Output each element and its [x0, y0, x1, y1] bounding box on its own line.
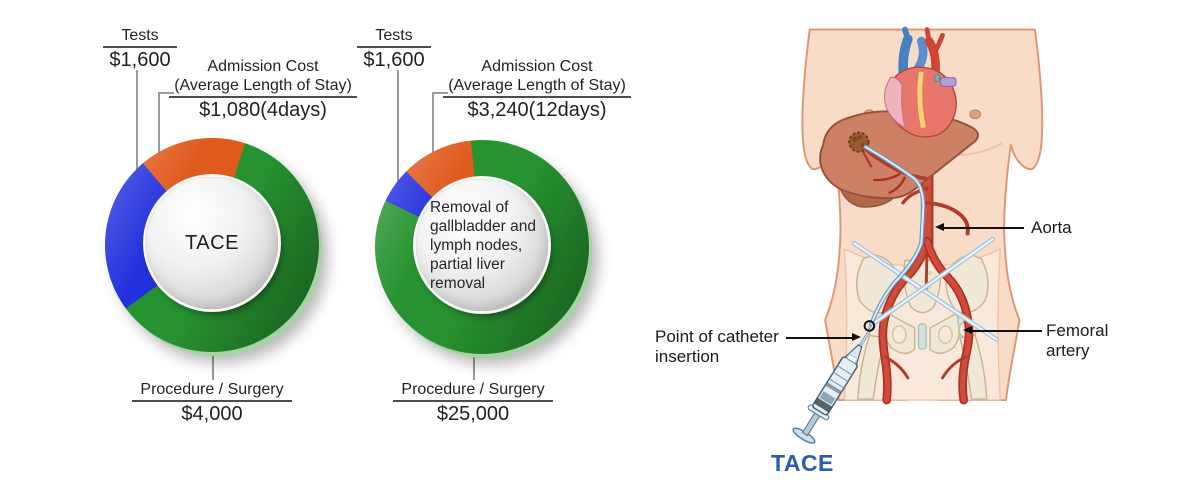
aorta-label: Aorta — [1031, 218, 1072, 237]
fraction-bar — [357, 46, 431, 48]
admission-value: $1,080(4days) — [199, 99, 327, 121]
anatomy-illustration — [792, 26, 1044, 444]
donut-chart-surgery: Removal of gallbladder and lymph nodes, … — [375, 140, 589, 354]
insertion-arrow-line — [786, 337, 852, 339]
chart2-admission-leader-v — [432, 92, 434, 164]
chart2-tests-leader — [397, 70, 399, 193]
fraction-bar — [132, 400, 292, 402]
femoral-artery-label: Femoral artery — [1046, 321, 1109, 360]
femoral-arrowhead — [963, 326, 972, 334]
chart2-admission-leader-h — [432, 92, 448, 94]
femoral-arrow-line — [972, 330, 1042, 332]
donut-center-label: TACE — [185, 231, 239, 254]
catheter-hub — [940, 77, 957, 87]
donut-center-disc: Removal of gallbladder and lymph nodes, … — [416, 179, 548, 312]
procedure-value: $4,000 — [181, 403, 243, 425]
admission-subtitle: (Average Length of Stay) — [174, 77, 352, 94]
admission-title: Admission Cost — [481, 58, 593, 75]
procedure-value: $25,000 — [436, 403, 510, 425]
aorta-arrowhead — [935, 223, 944, 231]
chart2-admission-label: Admission Cost (Average Length of Stay) … — [437, 57, 637, 121]
chart2-tests-label: Tests $1,600 — [344, 26, 444, 71]
insertion-point-marker — [863, 320, 876, 332]
tace-procedure-label: TACE — [771, 450, 834, 476]
chart1-procedure-label: Procedure / Surgery $4,000 — [112, 380, 312, 425]
chart1-admission-label: Admission Cost (Average Length of Stay) … — [163, 57, 363, 121]
fraction-bar — [169, 96, 357, 98]
catheter-insertion-label: Point of catheter insertion — [655, 327, 779, 366]
chart1-admission-leader-v — [158, 92, 160, 164]
heart — [883, 26, 957, 138]
tests-value: $1,600 — [109, 49, 171, 71]
chart1-admission-leader-h — [158, 92, 174, 94]
donut-center-label: Removal of gallbladder and lymph nodes, … — [430, 198, 537, 292]
fraction-bar — [103, 46, 177, 48]
fraction-bar — [443, 96, 631, 98]
admission-subtitle: (Average Length of Stay) — [448, 77, 626, 94]
tests-value: $1,600 — [363, 49, 425, 71]
chart1-tests-label: Tests $1,600 — [90, 26, 190, 71]
tests-title: Tests — [121, 27, 159, 44]
procedure-title: Procedure / Surgery — [140, 381, 284, 398]
procedure-title: Procedure / Surgery — [401, 381, 545, 398]
admission-value: $3,240(12days) — [467, 99, 607, 121]
chart2-procedure-label: Procedure / Surgery $25,000 — [373, 380, 573, 425]
catheter-wires — [851, 144, 999, 342]
nipple-right — [969, 109, 982, 120]
donut-chart-tace: TACE — [105, 138, 319, 352]
fraction-bar — [393, 400, 553, 402]
chart1-tests-leader — [136, 70, 138, 198]
tace-syringe — [792, 323, 875, 444]
insertion-arrowhead — [852, 333, 861, 341]
tests-title: Tests — [375, 27, 413, 44]
admission-title: Admission Cost — [207, 58, 319, 75]
donut-center-disc: TACE — [146, 177, 278, 310]
aorta-arrow-line — [944, 227, 1024, 229]
